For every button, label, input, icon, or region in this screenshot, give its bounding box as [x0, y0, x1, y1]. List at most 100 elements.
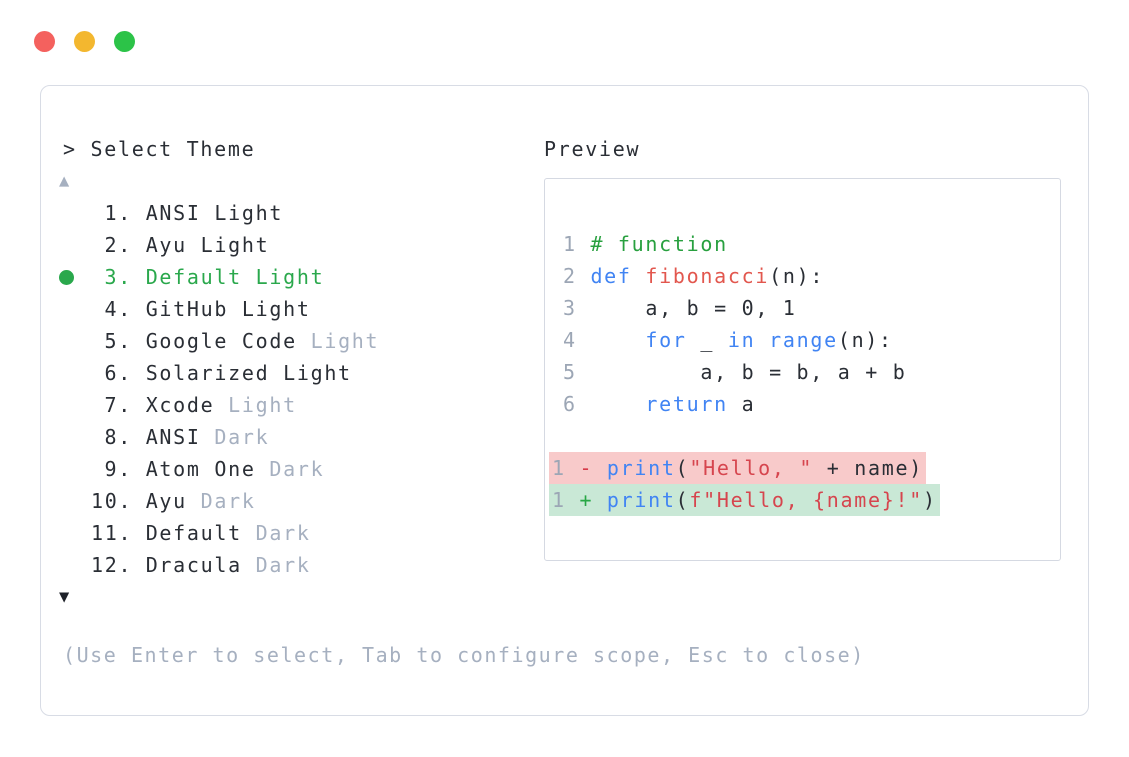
code-line: 1 # function: [545, 228, 1060, 260]
code-segment: (n):: [769, 264, 825, 288]
code-segment: range: [769, 328, 838, 352]
theme-item[interactable]: 11. Default Dark: [41, 517, 1088, 549]
code-segment: _: [686, 328, 728, 352]
code-segment: in: [727, 328, 756, 352]
code-line: 6 return a: [545, 388, 1060, 420]
line-number: 1: [552, 456, 566, 480]
code-segment: -: [579, 456, 607, 480]
theme-item[interactable]: 7. Xcode Light: [41, 389, 1088, 421]
line-number: 4: [563, 328, 577, 352]
selected-dot-slot: [59, 453, 91, 485]
theme-label: ANSI Dark: [145, 425, 270, 449]
selected-dot-slot: [59, 517, 91, 549]
theme-label-variant: Dark: [255, 457, 325, 481]
selected-dot-slot: [59, 229, 91, 261]
code-line: [545, 420, 1060, 452]
diff-highlight: 1+ print(f"Hello, {name}!"): [549, 484, 940, 516]
theme-label: Ayu Light: [145, 233, 270, 257]
keyboard-hint: (Use Enter to select, Tab to configure s…: [63, 643, 865, 667]
theme-item[interactable]: 1. ANSI Light: [41, 197, 1088, 229]
theme-number: 10.: [91, 489, 133, 513]
theme-item[interactable]: 12. Dracula Dark: [41, 549, 1088, 581]
theme-label: Solarized Light: [145, 361, 352, 385]
theme-label: Dracula Dark: [145, 553, 311, 577]
window-close-button[interactable]: [34, 31, 55, 52]
scroll-up-indicator-icon[interactable]: ▲: [59, 171, 70, 191]
theme-number: 3.: [104, 265, 132, 289]
theme-number: 12.: [91, 553, 133, 577]
theme-number: 8.: [104, 425, 132, 449]
code-segment: (: [675, 456, 690, 480]
code-segment: [590, 392, 645, 416]
code-segment: (n):: [837, 328, 893, 352]
code-segment: return: [645, 392, 728, 416]
theme-label-variant: Dark: [186, 489, 256, 513]
diff-highlight: 1- print("Hello, " + name): [549, 452, 926, 484]
window-zoom-button[interactable]: [114, 31, 135, 52]
preview-title: Preview: [544, 137, 641, 161]
theme-number: 7.: [104, 393, 132, 417]
selected-dot-slot: [59, 261, 91, 293]
code-line: 1- print("Hello, " + name): [545, 452, 1060, 484]
code-segment: a, b = 0, 1: [590, 296, 797, 320]
scroll-down-indicator-icon[interactable]: ▼: [59, 587, 70, 607]
selected-dot-slot: [59, 357, 91, 389]
theme-label-variant: Dark: [241, 553, 311, 577]
theme-label: Default Dark: [145, 521, 311, 545]
code-segment: # function: [590, 232, 728, 256]
theme-label-variant: Light: [296, 329, 380, 353]
code-segment: print: [606, 456, 676, 480]
theme-item[interactable]: 3. Default Light: [41, 261, 1088, 293]
theme-label: Default Light: [145, 265, 325, 289]
selected-dot-slot: [59, 197, 91, 229]
theme-list: 1. ANSI Light 2.Ayu Light 3. Default Light 4.…: [41, 197, 1088, 581]
theme-number: 6.: [104, 361, 132, 385]
code-segment: print: [606, 488, 676, 512]
code-segment: ): [923, 488, 937, 512]
code-segment: + name): [813, 456, 923, 480]
code-line: 5 a, b = b, a + b: [545, 356, 1060, 388]
code-segment: a: [727, 392, 756, 416]
code-segment: for: [645, 328, 687, 352]
theme-label: ANSI Light: [145, 201, 284, 225]
code-segment: [590, 328, 645, 352]
selected-dot-slot: [59, 389, 91, 421]
theme-item[interactable]: 2.Ayu Light: [41, 229, 1088, 261]
theme-item[interactable]: 9.Atom One Dark: [41, 453, 1088, 485]
theme-label: GitHub Light: [145, 297, 311, 321]
selected-dot-slot: [59, 325, 91, 357]
window-controls: [34, 31, 135, 52]
code-line: 3 a, b = 0, 1: [545, 292, 1060, 324]
selected-dot-slot: [59, 421, 91, 453]
theme-item[interactable]: 4. GitHub Light: [41, 293, 1088, 325]
theme-number: 1.: [104, 201, 132, 225]
code-segment: a, b = b, a + b: [590, 360, 907, 384]
theme-item[interactable]: 5.Google Code Light: [41, 325, 1088, 357]
line-number: 5: [563, 360, 577, 384]
theme-label: Xcode Light: [145, 393, 297, 417]
code-segment: "Hello, ": [689, 456, 814, 480]
theme-number: 4.: [104, 297, 132, 321]
theme-item[interactable]: 8. ANSI Dark: [41, 421, 1088, 453]
theme-item[interactable]: 6. Solarized Light: [41, 357, 1088, 389]
window-minimize-button[interactable]: [74, 31, 95, 52]
line-number: 2: [563, 264, 577, 288]
line-number: 1: [563, 232, 577, 256]
code-line: 2 def fibonacci(n):: [545, 260, 1060, 292]
theme-number: 5.: [104, 329, 132, 353]
theme-item[interactable]: 10.Ayu Dark: [41, 485, 1088, 517]
theme-number: 11.: [91, 521, 133, 545]
theme-label-variant: Dark: [200, 425, 270, 449]
code-line: 4 for _ in range(n):: [545, 324, 1060, 356]
code-segment: fibonacci: [645, 264, 770, 288]
line-number: 1: [552, 488, 566, 512]
code-segment: [632, 264, 646, 288]
code-segment: def: [590, 264, 632, 288]
selected-dot-icon: [59, 269, 74, 285]
code-segment: f"Hello, {name}!": [689, 488, 923, 512]
code-line: 1+ print(f"Hello, {name}!"): [545, 484, 1060, 516]
theme-label-variant: Dark: [241, 521, 311, 545]
